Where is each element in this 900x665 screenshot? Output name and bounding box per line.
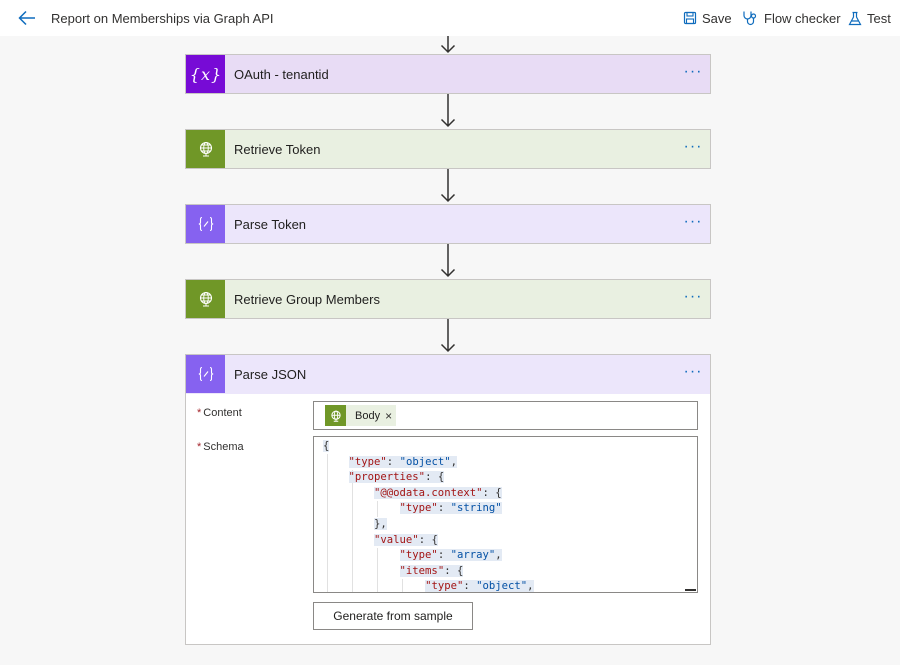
schema-label: *Schema: [197, 441, 244, 453]
generate-from-sample-button[interactable]: Generate from sample: [313, 602, 473, 630]
remove-token-icon[interactable]: ×: [385, 408, 393, 423]
variable-icon: {x}: [186, 55, 225, 93]
flow-checker-label: Flow checker: [764, 10, 841, 26]
schema-code-line: "items": {: [399, 564, 464, 577]
back-arrow-icon[interactable]: [16, 7, 38, 29]
connector-arrow: [440, 169, 456, 203]
connector-arrow: [440, 319, 456, 353]
schema-code-line: "@@odata.context": {: [374, 486, 502, 499]
step-title: Retrieve Group Members: [234, 292, 380, 307]
token-label: Body: [355, 409, 381, 422]
step-title: Retrieve Token: [234, 142, 321, 157]
schema-code-line: "type": "array",: [399, 549, 502, 562]
more-options-button[interactable]: ···: [683, 288, 703, 305]
content-field[interactable]: Body ×: [313, 401, 698, 430]
more-options-button[interactable]: ···: [683, 363, 703, 380]
schema-label-text: Schema: [203, 441, 244, 453]
step-title: Parse JSON: [234, 367, 307, 382]
command-bar: Report on Memberships via Graph API Save…: [0, 0, 900, 36]
braces-icon: [186, 205, 225, 243]
content-label: *Content: [197, 407, 242, 419]
schema-editor[interactable]: { "type": "object", "properties": { "@@o…: [313, 436, 698, 593]
step-title: OAuth - tenantid: [234, 67, 329, 82]
parse-json-header[interactable]: Parse JSON ···: [186, 355, 710, 394]
globe-icon: [186, 280, 225, 318]
connector-arrow: [440, 244, 456, 278]
content-label-text: Content: [203, 407, 242, 419]
step-card-retrieve-token[interactable]: Retrieve Token ···: [185, 129, 711, 169]
resize-handle[interactable]: [685, 589, 696, 591]
connector-arrow: [440, 94, 456, 128]
step-title: Parse Token: [234, 217, 307, 232]
test-label: Test: [867, 10, 891, 26]
flow-checker-button[interactable]: Flow checker: [742, 9, 841, 27]
schema-code-line: "type": "object",: [425, 580, 534, 593]
step-card-parse-token[interactable]: Parse Token ···: [185, 204, 711, 244]
schema-code-line: {: [323, 440, 330, 452]
schema-code-line: "value": {: [374, 533, 438, 546]
flow-title: Report on Memberships via Graph API: [51, 11, 274, 26]
connector-arrow: [440, 36, 456, 54]
globe-icon: [325, 405, 346, 426]
required-marker: *: [197, 407, 202, 419]
braces-icon: [186, 355, 225, 393]
schema-code-line: },: [374, 517, 387, 530]
step-card-oauth-tenantid[interactable]: {x} OAuth - tenantid ···: [185, 54, 711, 94]
schema-code-line: "type": "string": [399, 502, 502, 515]
schema-code-line: "type": "object",: [348, 455, 457, 468]
more-options-button[interactable]: ···: [683, 63, 703, 80]
step-card-retrieve-group-members[interactable]: Retrieve Group Members ···: [185, 279, 711, 319]
schema-code-line: "properties": {: [348, 471, 445, 484]
save-label: Save: [702, 10, 732, 26]
dynamic-content-token[interactable]: Body ×: [325, 405, 397, 426]
save-button[interactable]: Save: [683, 9, 732, 27]
test-button[interactable]: Test: [848, 9, 891, 27]
more-options-button[interactable]: ···: [683, 138, 703, 155]
flask-icon: [848, 11, 862, 25]
globe-icon: [186, 130, 225, 168]
step-card-parse-json: Parse JSON ··· *Content Body × *Schema {…: [185, 354, 711, 645]
stethoscope-icon: [743, 11, 757, 26]
more-options-button[interactable]: ···: [683, 213, 703, 230]
schema-code: { "type": "object", "properties": { "@@o…: [323, 439, 534, 593]
required-marker: *: [197, 441, 202, 453]
save-icon: [683, 11, 697, 25]
